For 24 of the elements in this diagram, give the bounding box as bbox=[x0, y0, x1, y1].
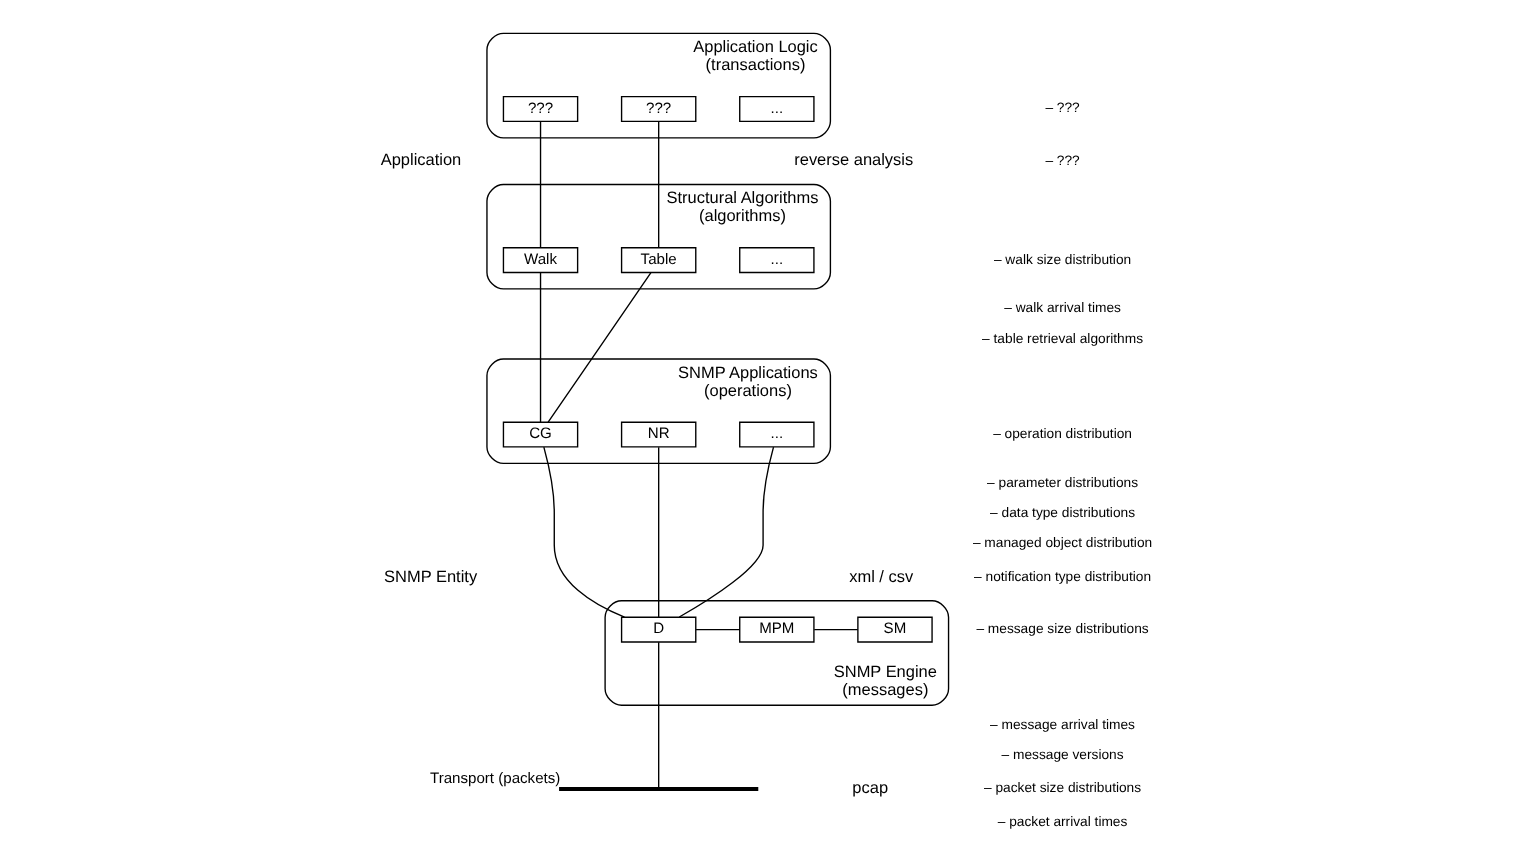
connector bbox=[695, 628, 741, 631]
connector bbox=[813, 628, 859, 631]
node-box: D bbox=[620, 616, 697, 643]
connector bbox=[543, 446, 626, 618]
node-box: ??? bbox=[502, 95, 579, 122]
node-box: ... bbox=[739, 95, 815, 122]
node-box: CG bbox=[502, 421, 579, 448]
node-box: SM bbox=[857, 616, 933, 643]
connector bbox=[539, 120, 542, 249]
connector bbox=[658, 446, 660, 618]
node-box: ... bbox=[739, 247, 815, 274]
node-bar bbox=[559, 786, 759, 792]
node-label: Transport (packets) bbox=[430, 769, 561, 788]
node-box: Table bbox=[620, 247, 697, 274]
connector bbox=[547, 272, 652, 423]
node-box: ??? bbox=[620, 95, 697, 122]
node-box: Walk bbox=[502, 247, 579, 274]
node-box: ... bbox=[739, 421, 815, 448]
connector bbox=[658, 120, 660, 249]
node-box: NR bbox=[620, 421, 697, 448]
connector bbox=[658, 641, 660, 789]
connector bbox=[678, 446, 775, 618]
connector bbox=[539, 272, 542, 423]
node-box: MPM bbox=[739, 616, 815, 643]
